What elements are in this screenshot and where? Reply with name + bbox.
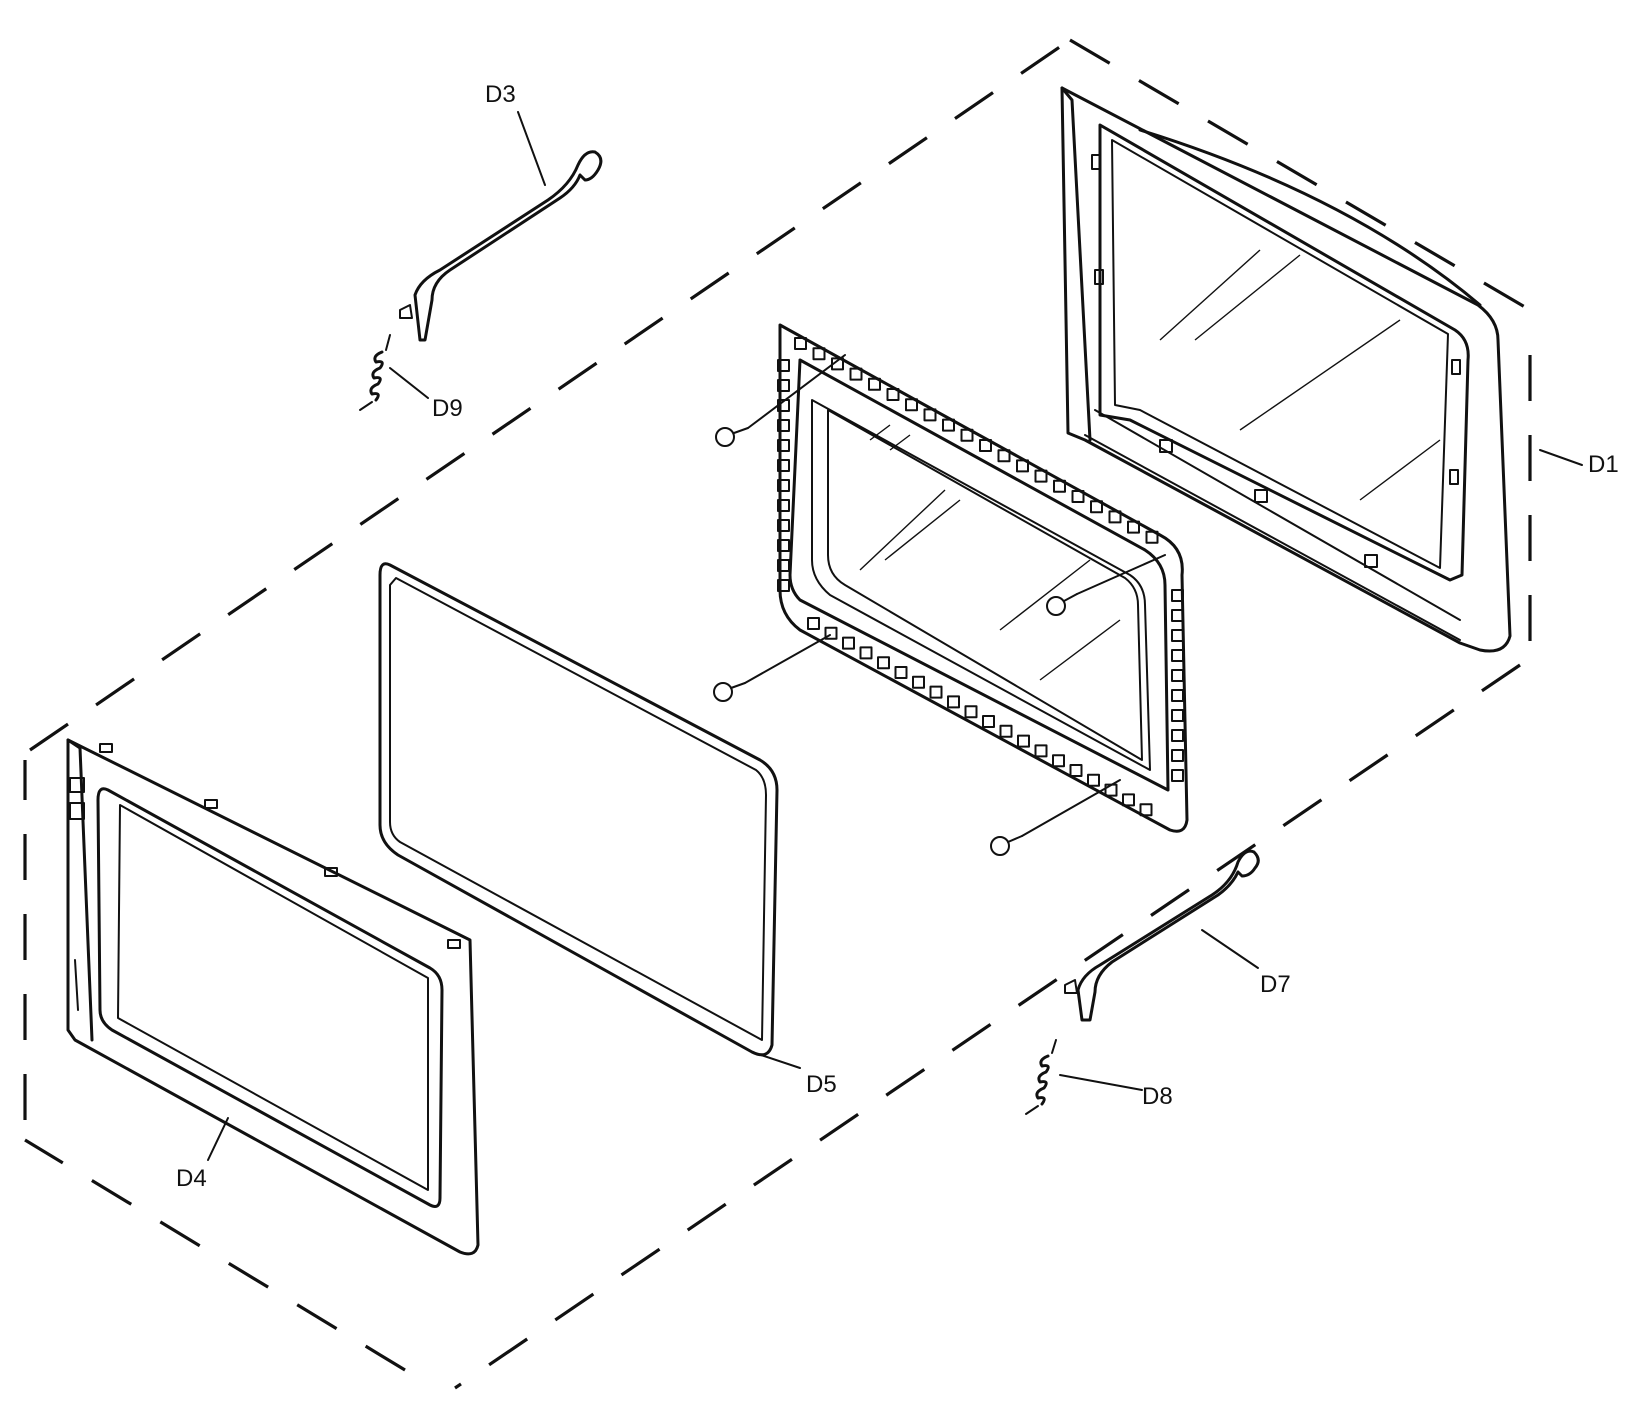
choke-tab xyxy=(942,418,955,432)
choke-tab xyxy=(912,675,925,689)
choke-tab xyxy=(812,347,826,361)
choke-tab xyxy=(777,579,790,592)
label-d5: D5 xyxy=(806,1071,837,1098)
choke-tab xyxy=(777,419,790,432)
choke-tab xyxy=(777,359,790,372)
screw xyxy=(715,354,846,447)
screw xyxy=(990,779,1121,856)
choke-tab xyxy=(1171,649,1184,662)
choke-tab xyxy=(999,724,1013,738)
choke-tab xyxy=(1171,729,1184,742)
choke-tab xyxy=(777,559,790,572)
choke-tab xyxy=(824,626,838,640)
choke-tab xyxy=(1108,510,1122,524)
choke-tab xyxy=(777,479,790,492)
door-front-d4 xyxy=(66,738,480,1256)
label-d1: D1 xyxy=(1588,451,1619,478)
screws xyxy=(713,354,1166,856)
choke-tab xyxy=(868,377,881,391)
door-hook-d7 xyxy=(1064,849,1260,1022)
choke-tab xyxy=(1145,530,1159,544)
choke-tab xyxy=(1171,689,1184,702)
choke-tab xyxy=(1016,459,1029,473)
choke-tab xyxy=(923,408,937,422)
choke-tab xyxy=(1034,469,1048,483)
choke-tab xyxy=(905,398,918,412)
choke-tab xyxy=(964,705,978,719)
choke-tab xyxy=(777,539,790,552)
label-d9: D9 xyxy=(432,395,463,422)
choke-tab xyxy=(979,439,992,452)
choke-tab xyxy=(1171,629,1184,642)
choke-tab xyxy=(1052,754,1065,768)
choke-tab xyxy=(777,379,790,392)
choke-tab xyxy=(1171,749,1184,762)
choke-tab xyxy=(777,519,790,532)
choke-tab xyxy=(894,666,908,679)
choke-tab xyxy=(1171,769,1184,782)
choke-tab xyxy=(877,656,890,670)
label-d4: D4 xyxy=(176,1165,207,1192)
choke-tab xyxy=(777,439,790,452)
choke-tab xyxy=(849,367,863,381)
choke-tab xyxy=(1090,500,1103,514)
choke-tab xyxy=(929,685,943,699)
choke-tab xyxy=(1171,709,1184,722)
door-hook-d3 xyxy=(399,111,603,342)
choke-tab xyxy=(982,715,995,728)
choke-tab xyxy=(1122,793,1135,807)
choke-tab xyxy=(1071,490,1085,503)
screw xyxy=(713,634,831,702)
choke-tab xyxy=(997,449,1011,463)
label-d7: D7 xyxy=(1260,971,1291,998)
choke-tab xyxy=(1127,520,1140,534)
choke-tab xyxy=(1087,773,1100,787)
choke-tab xyxy=(1017,734,1030,748)
choke-tab xyxy=(777,459,790,472)
choke-tab xyxy=(886,388,900,401)
choke-tab xyxy=(1053,479,1066,493)
choke-tab xyxy=(1171,589,1184,602)
choke-tab xyxy=(842,636,855,650)
choke-tab xyxy=(1171,609,1184,622)
spring-d8 xyxy=(1025,1039,1143,1115)
choke-tab xyxy=(1139,803,1153,817)
choke-tab xyxy=(807,617,820,630)
choke-tab xyxy=(1171,669,1184,682)
leader-d1 xyxy=(1539,449,1583,466)
choke-tab xyxy=(960,428,974,442)
label-d8: D8 xyxy=(1142,1083,1173,1110)
spring-d9 xyxy=(359,334,429,411)
assembly-envelope xyxy=(23,38,1532,1390)
choke-tab xyxy=(859,646,873,660)
choke-tab xyxy=(1069,764,1083,777)
screw xyxy=(1046,554,1166,616)
choke-tab xyxy=(777,499,790,512)
choke-tab xyxy=(947,695,960,709)
choke-tab xyxy=(1034,744,1048,758)
label-d3: D3 xyxy=(485,81,516,108)
choke-tab xyxy=(794,337,807,350)
inner-choke-frame xyxy=(777,323,1189,833)
outer-door-frame-d1 xyxy=(1060,86,1512,653)
door-glass-d5 xyxy=(378,562,801,1069)
